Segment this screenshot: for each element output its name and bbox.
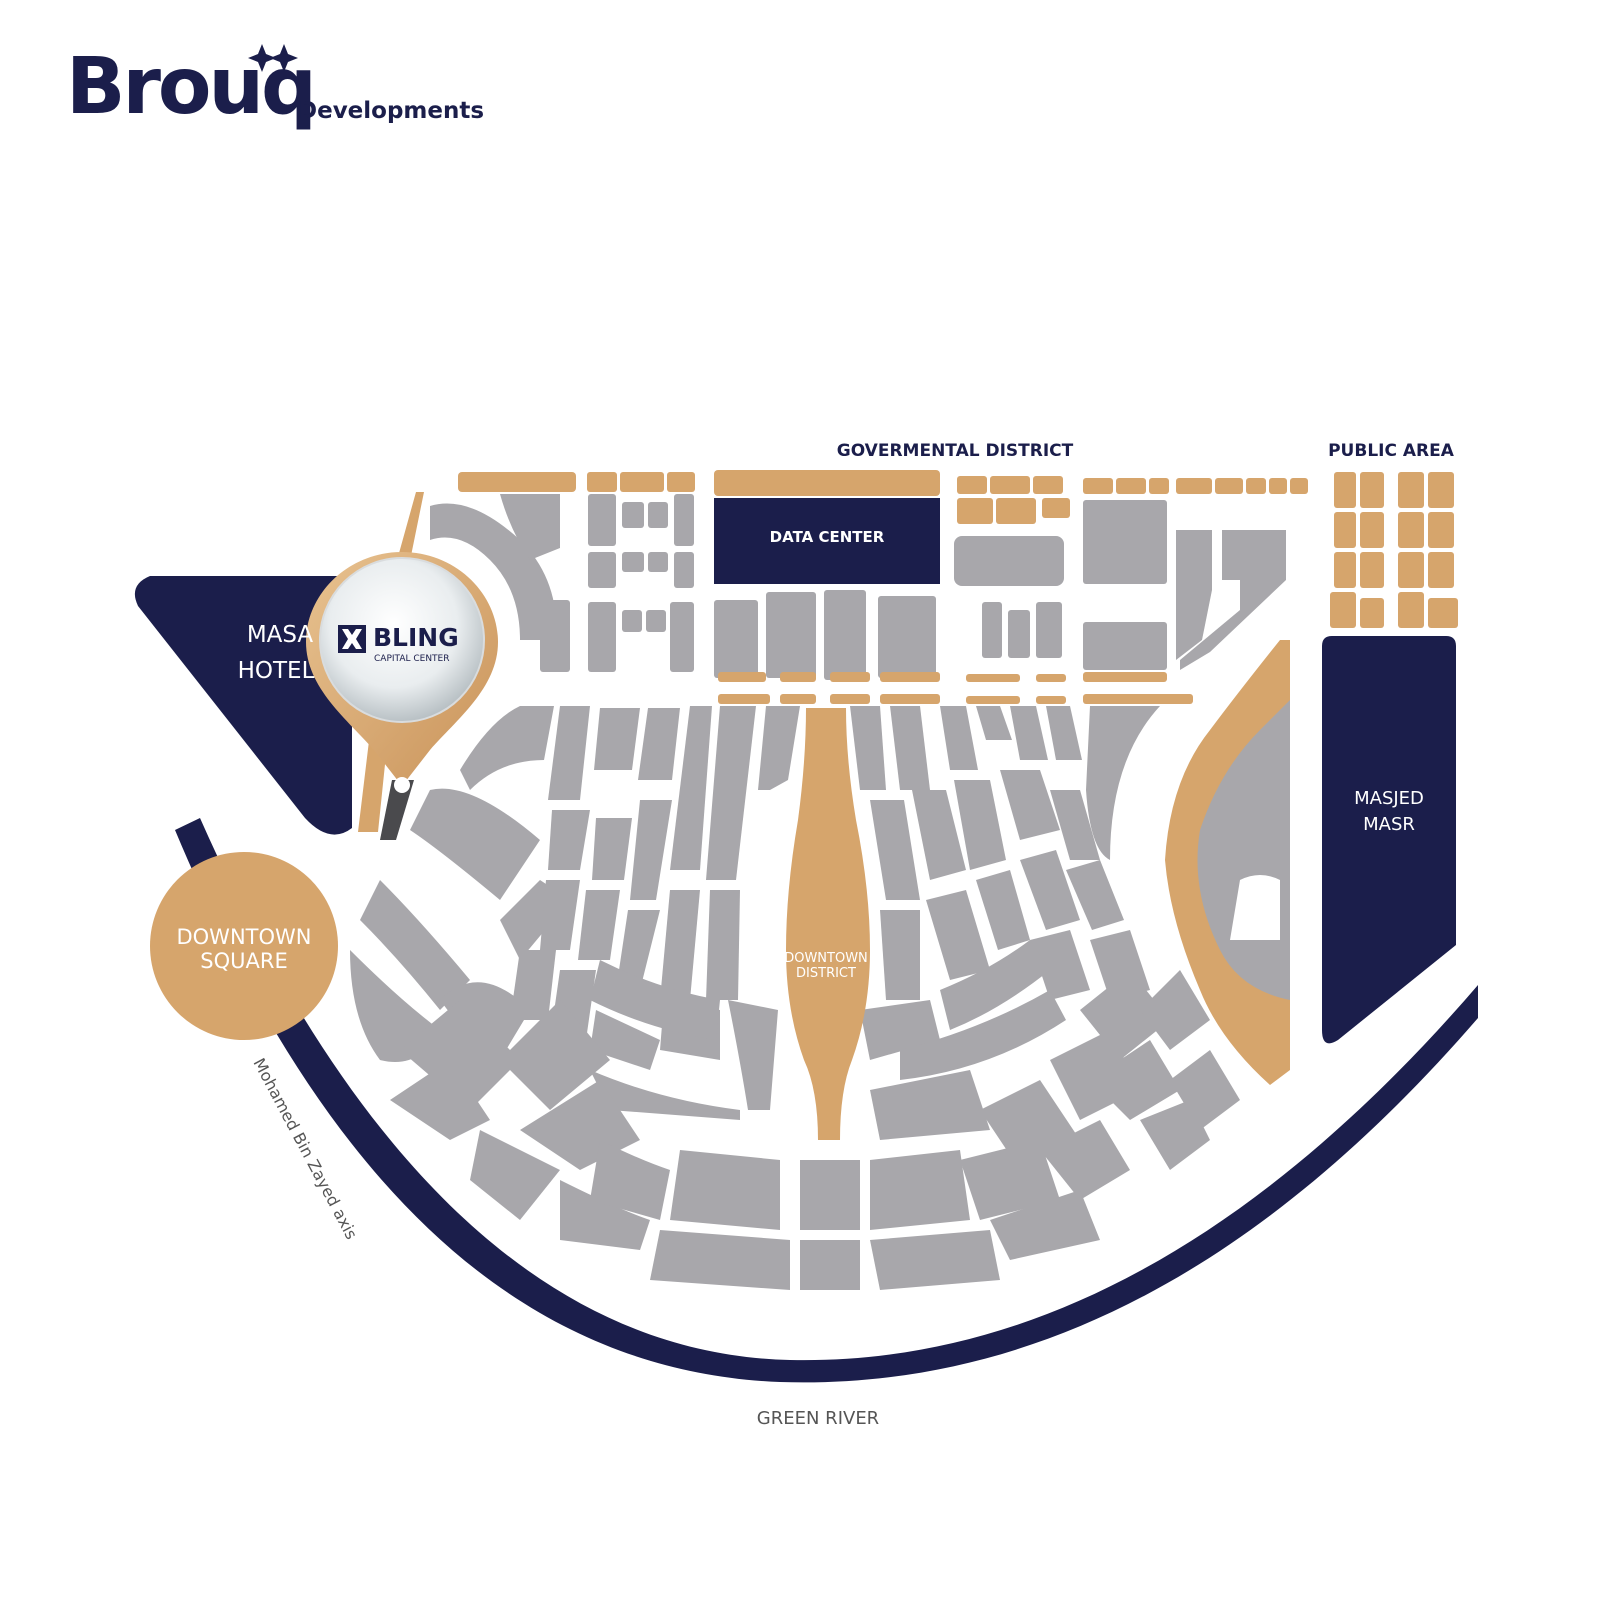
marker-title: BLING [373,623,459,652]
gold-strips [718,672,1193,704]
downtown-district-label-2: DISTRICT [796,966,856,981]
building-blocks [430,494,1286,680]
radial-blocks-right [800,706,1240,1290]
downtown-square-label-2: SQUARE [200,949,287,973]
marker-subtitle: CAPITAL CENTER [374,654,450,664]
downtown-district-label-1: DOWNTOWN [784,951,868,966]
brand-logo: Brouq Developments [66,38,506,148]
project-marker[interactable]: BLING CAPITAL CENTER [306,552,498,793]
bling-logo-icon [338,625,366,653]
green-river-label: GREEN RIVER [757,1408,879,1429]
marker-globe [319,557,485,723]
sparkle-icon [248,44,298,72]
data-center-label: DATA CENTER [770,528,885,546]
masa-hotel-area [134,576,352,835]
downtown-square-label-1: DOWNTOWN [176,925,311,949]
masa-hotel-label-1: MASA [247,622,314,648]
radial-blocks-left [350,706,800,1290]
masjed-masr-label-2: MASR [1363,814,1415,835]
governmental-district-plots [458,470,1308,524]
brand-tagline: Developments [298,98,485,124]
brand-name: Brouq [66,42,317,132]
data-center-block [714,498,940,584]
downtown-district-area [786,708,870,1140]
governmental-district-label: GOVERMENTAL DISTRICT [837,441,1074,461]
masjed-masr-area [1322,636,1456,1044]
pin-base [380,780,414,840]
masjed-masr-label-1: MASJED [1354,788,1424,809]
public-area-plots [1330,472,1458,628]
downtown-square [150,852,338,1040]
masa-hotel-label-2: HOTEL [238,658,315,684]
public-area-label: PUBLIC AREA [1328,441,1455,461]
